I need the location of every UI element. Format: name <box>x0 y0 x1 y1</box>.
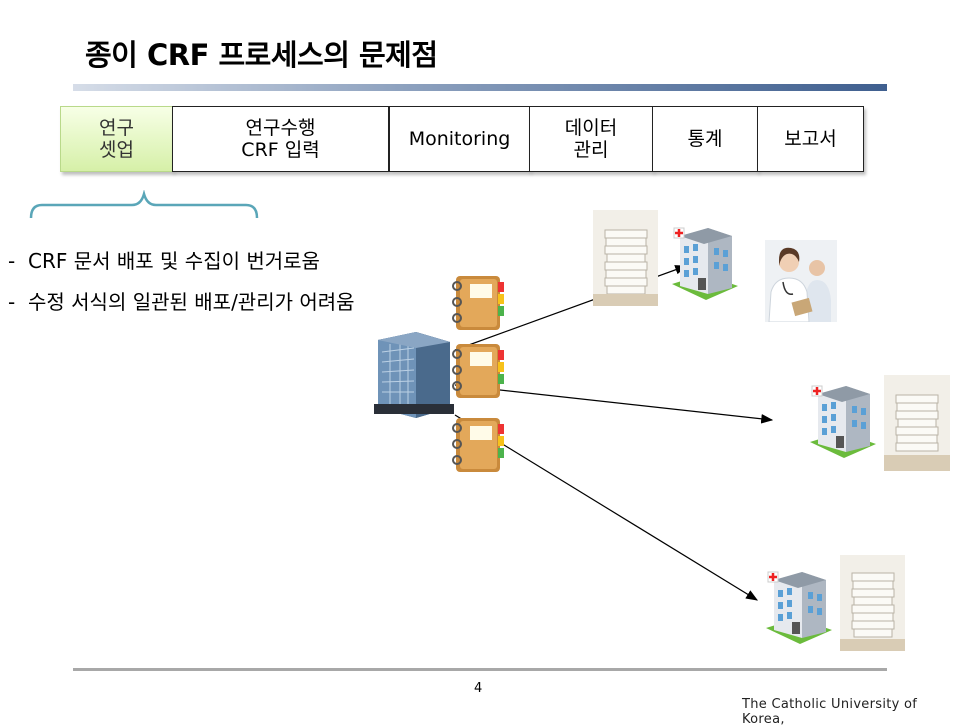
hospital-icon <box>766 571 832 644</box>
paper-stack-icon <box>593 210 658 306</box>
hospital-icon <box>672 227 738 300</box>
paper-stack-icon <box>840 555 905 651</box>
binder-icon <box>452 344 504 398</box>
title-divider <box>73 84 887 91</box>
footer-divider <box>73 668 887 671</box>
paper-stack-icon <box>884 375 950 471</box>
problem-item: - CRF 문서 배포 및 수집이 번거로움 <box>8 246 358 277</box>
scope-bracket <box>29 190 259 219</box>
step-monitoring[interactable]: Monitoring <box>389 106 530 172</box>
slide-title: 종이 CRF 프로세스의 문제점 <box>85 38 438 72</box>
step-study-setup[interactable]: 연구 셋업 <box>60 106 173 172</box>
step-data-management[interactable]: 데이터 관리 <box>529 106 653 172</box>
problem-text: CRF 문서 배포 및 수집이 번거로움 <box>28 249 320 273</box>
page-number: 4 <box>474 681 483 696</box>
step-report[interactable]: 보고서 <box>757 106 864 172</box>
problem-text: 수정 서식의 일관된 배포/관리가 어려움 <box>28 290 355 314</box>
step-study-conduct-crf-entry[interactable]: 연구수행 CRF 입력 <box>172 106 389 172</box>
problem-list: - CRF 문서 배포 및 수집이 번거로움 - 수정 서식의 일관된 배포/관… <box>8 246 358 318</box>
hospital-icon <box>810 385 876 458</box>
footer-text: The Catholic University of Korea, <box>742 697 918 727</box>
problem-item: - 수정 서식의 일관된 배포/관리가 어려움 <box>8 287 358 318</box>
binder-icon <box>452 276 504 330</box>
office-building-icon <box>374 332 454 418</box>
step-statistics[interactable]: 통계 <box>652 106 758 172</box>
doctor-photo <box>765 240 837 322</box>
binder-icon <box>452 418 504 472</box>
